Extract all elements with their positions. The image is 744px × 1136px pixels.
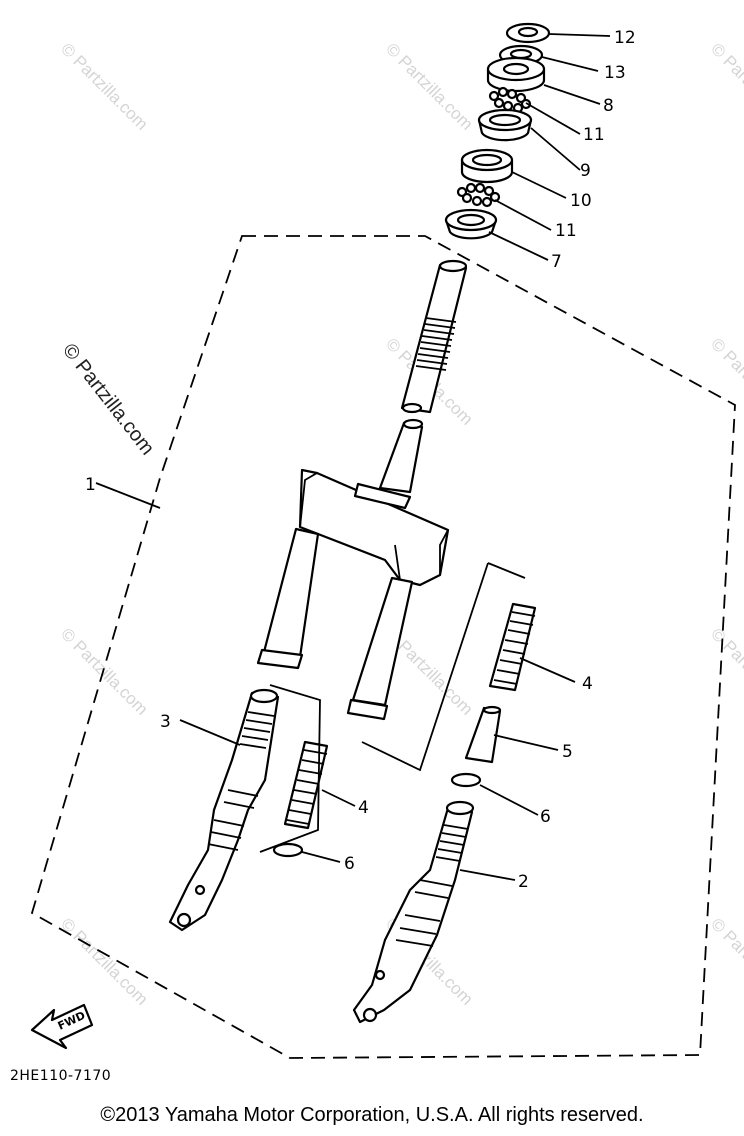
watermark: © Partzilla.com (382, 39, 476, 133)
stem-threads (415, 317, 457, 371)
bearing-cover (486, 56, 546, 93)
callout-7: 7 (551, 252, 562, 272)
callout-3: 3 (160, 712, 171, 732)
bearing-race-lower (460, 148, 514, 184)
watermark: © Partzilla.com (707, 914, 744, 1008)
callout-4-right: 4 (582, 674, 593, 694)
bearing-race-bottom (444, 208, 498, 240)
callout-6-right: 6 (540, 807, 551, 827)
assembly-boundary (30, 235, 736, 1059)
bearing-race-upper (477, 108, 533, 142)
callout-2: 2 (518, 872, 529, 892)
steering-stem (378, 259, 468, 494)
oil-seal-left (272, 842, 304, 858)
watermark: © Partzilla.com (707, 624, 744, 718)
watermark: © Partzilla.com (707, 334, 744, 428)
oil-seal-right (450, 772, 482, 788)
callout-13: 13 (604, 63, 626, 83)
callout-11-upper: 11 (583, 125, 605, 145)
watermark: © Partzilla.com (57, 39, 151, 133)
callout-12: 12 (614, 28, 636, 48)
callout-6-left: 6 (344, 854, 355, 874)
spacer (464, 705, 502, 764)
callout-9: 9 (580, 161, 591, 181)
under-bracket (298, 468, 450, 587)
callout-11-lower: 11 (555, 221, 577, 241)
callout-8: 8 (603, 96, 614, 116)
ball-bearings-upper (488, 86, 532, 114)
bracket-tubes (256, 527, 414, 721)
ball-bearings-lower (456, 182, 501, 208)
copyright-notice: ©2013 Yamaha Motor Corporation, U.S.A. A… (100, 1104, 644, 1126)
callout-1: 1 (85, 475, 96, 495)
group-brackets (259, 562, 526, 853)
ring-nut (505, 22, 551, 44)
callout-4-left: 4 (358, 798, 369, 818)
fwd-arrow-icon: FWD (30, 1003, 94, 1050)
watermark-dark: © Partzilla.com (58, 340, 158, 460)
leader-lines (95, 33, 611, 881)
callout-5: 5 (562, 742, 573, 762)
diagram-code: 2HE110-7170 (10, 1068, 112, 1084)
outer-tube-left (168, 688, 280, 932)
callout-numbers: 1 2 3 4 4 5 6 6 7 8 9 10 11 11 12 13 (85, 28, 636, 892)
watermark: © Partzilla.com (57, 624, 151, 718)
callout-10: 10 (570, 191, 592, 211)
outer-tube-right (352, 800, 475, 1024)
watermark: © Partzilla.com (707, 39, 744, 133)
fork-spring-left (283, 740, 329, 830)
steering-bearing-stack (444, 22, 551, 240)
watermark: © Partzilla.com (57, 914, 151, 1008)
fork-spring-right (488, 602, 537, 692)
